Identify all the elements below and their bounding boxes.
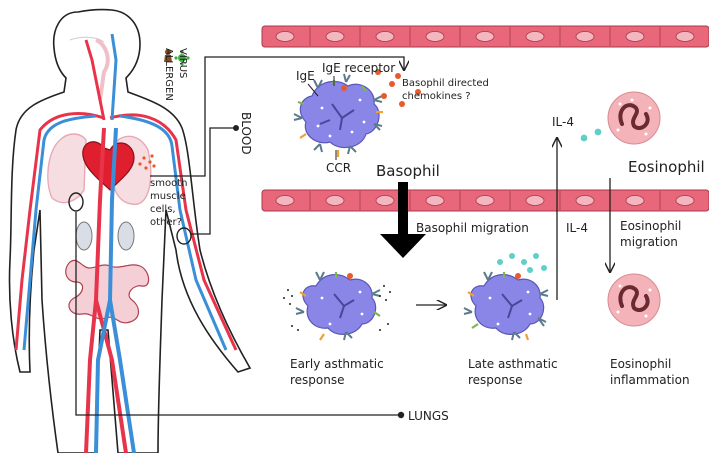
- ige-receptor-label: IgE receptor: [322, 61, 395, 75]
- eos-migration-label-2: migration: [620, 235, 678, 249]
- basophil-migration-arrow: [380, 182, 426, 258]
- basophil-cell-late: [463, 271, 549, 341]
- connector-lines: [75, 56, 404, 416]
- eos-inflammation-label-2: inflammation: [610, 373, 690, 387]
- ige-label: IgE: [296, 69, 315, 83]
- allergen-icon: [164, 49, 172, 62]
- chemokines-label-2: chemokines ?: [402, 91, 471, 102]
- il4-mid-label: IL-4: [566, 221, 588, 235]
- basophil-cell-top: [293, 73, 383, 157]
- il4-top-dots: [580, 128, 602, 142]
- chemokines-label-1: Basophil directed: [402, 78, 489, 89]
- il4-late-dots: [497, 253, 547, 273]
- vessel-middle: [261, 189, 709, 212]
- granule-dots-early: [283, 285, 391, 331]
- late-response-label-1: Late asthmatic: [468, 357, 558, 371]
- blood-label: BLOOD: [239, 112, 253, 155]
- smooth-muscle-label-3: cells,: [150, 204, 176, 215]
- basophil-cell-early: [295, 271, 381, 341]
- blood-connector-dot: [233, 125, 239, 131]
- eosinophil-cell-top: [607, 91, 661, 145]
- basophil-migration-label: Basophil migration: [416, 221, 529, 235]
- allergen-label: ALLERGEN: [163, 48, 174, 101]
- smooth-muscle-label-4: other?: [150, 217, 182, 228]
- eosinophil-cell-bottom: [607, 273, 661, 327]
- vessel-top: [261, 25, 709, 48]
- chemokine-dots: [375, 69, 421, 107]
- il4-top-label: IL-4: [552, 115, 574, 129]
- ige-pointer: [307, 83, 319, 97]
- virus-icon: [174, 50, 190, 66]
- smooth-muscle-label-1: smooth: [150, 178, 187, 189]
- early-response-label-2: response: [290, 373, 345, 387]
- human-body: [8, 8, 252, 453]
- eosinophil-label: Eosinophil: [628, 158, 705, 176]
- early-response-label-1: Early asthmatic: [290, 357, 384, 371]
- eos-inflammation-label-1: Eosinophil: [610, 357, 671, 371]
- late-response-label-2: response: [468, 373, 523, 387]
- lungs-connector-dot: [397, 411, 405, 419]
- smooth-muscle-label-2: muscle: [150, 191, 186, 202]
- eos-migration-label-1: Eosinophil: [620, 219, 681, 233]
- ccr-label: CCR: [326, 161, 351, 175]
- virus-label: VIRUS: [177, 48, 188, 78]
- basophil-label: Basophil: [376, 162, 440, 180]
- lungs-label: LUNGS: [408, 409, 449, 423]
